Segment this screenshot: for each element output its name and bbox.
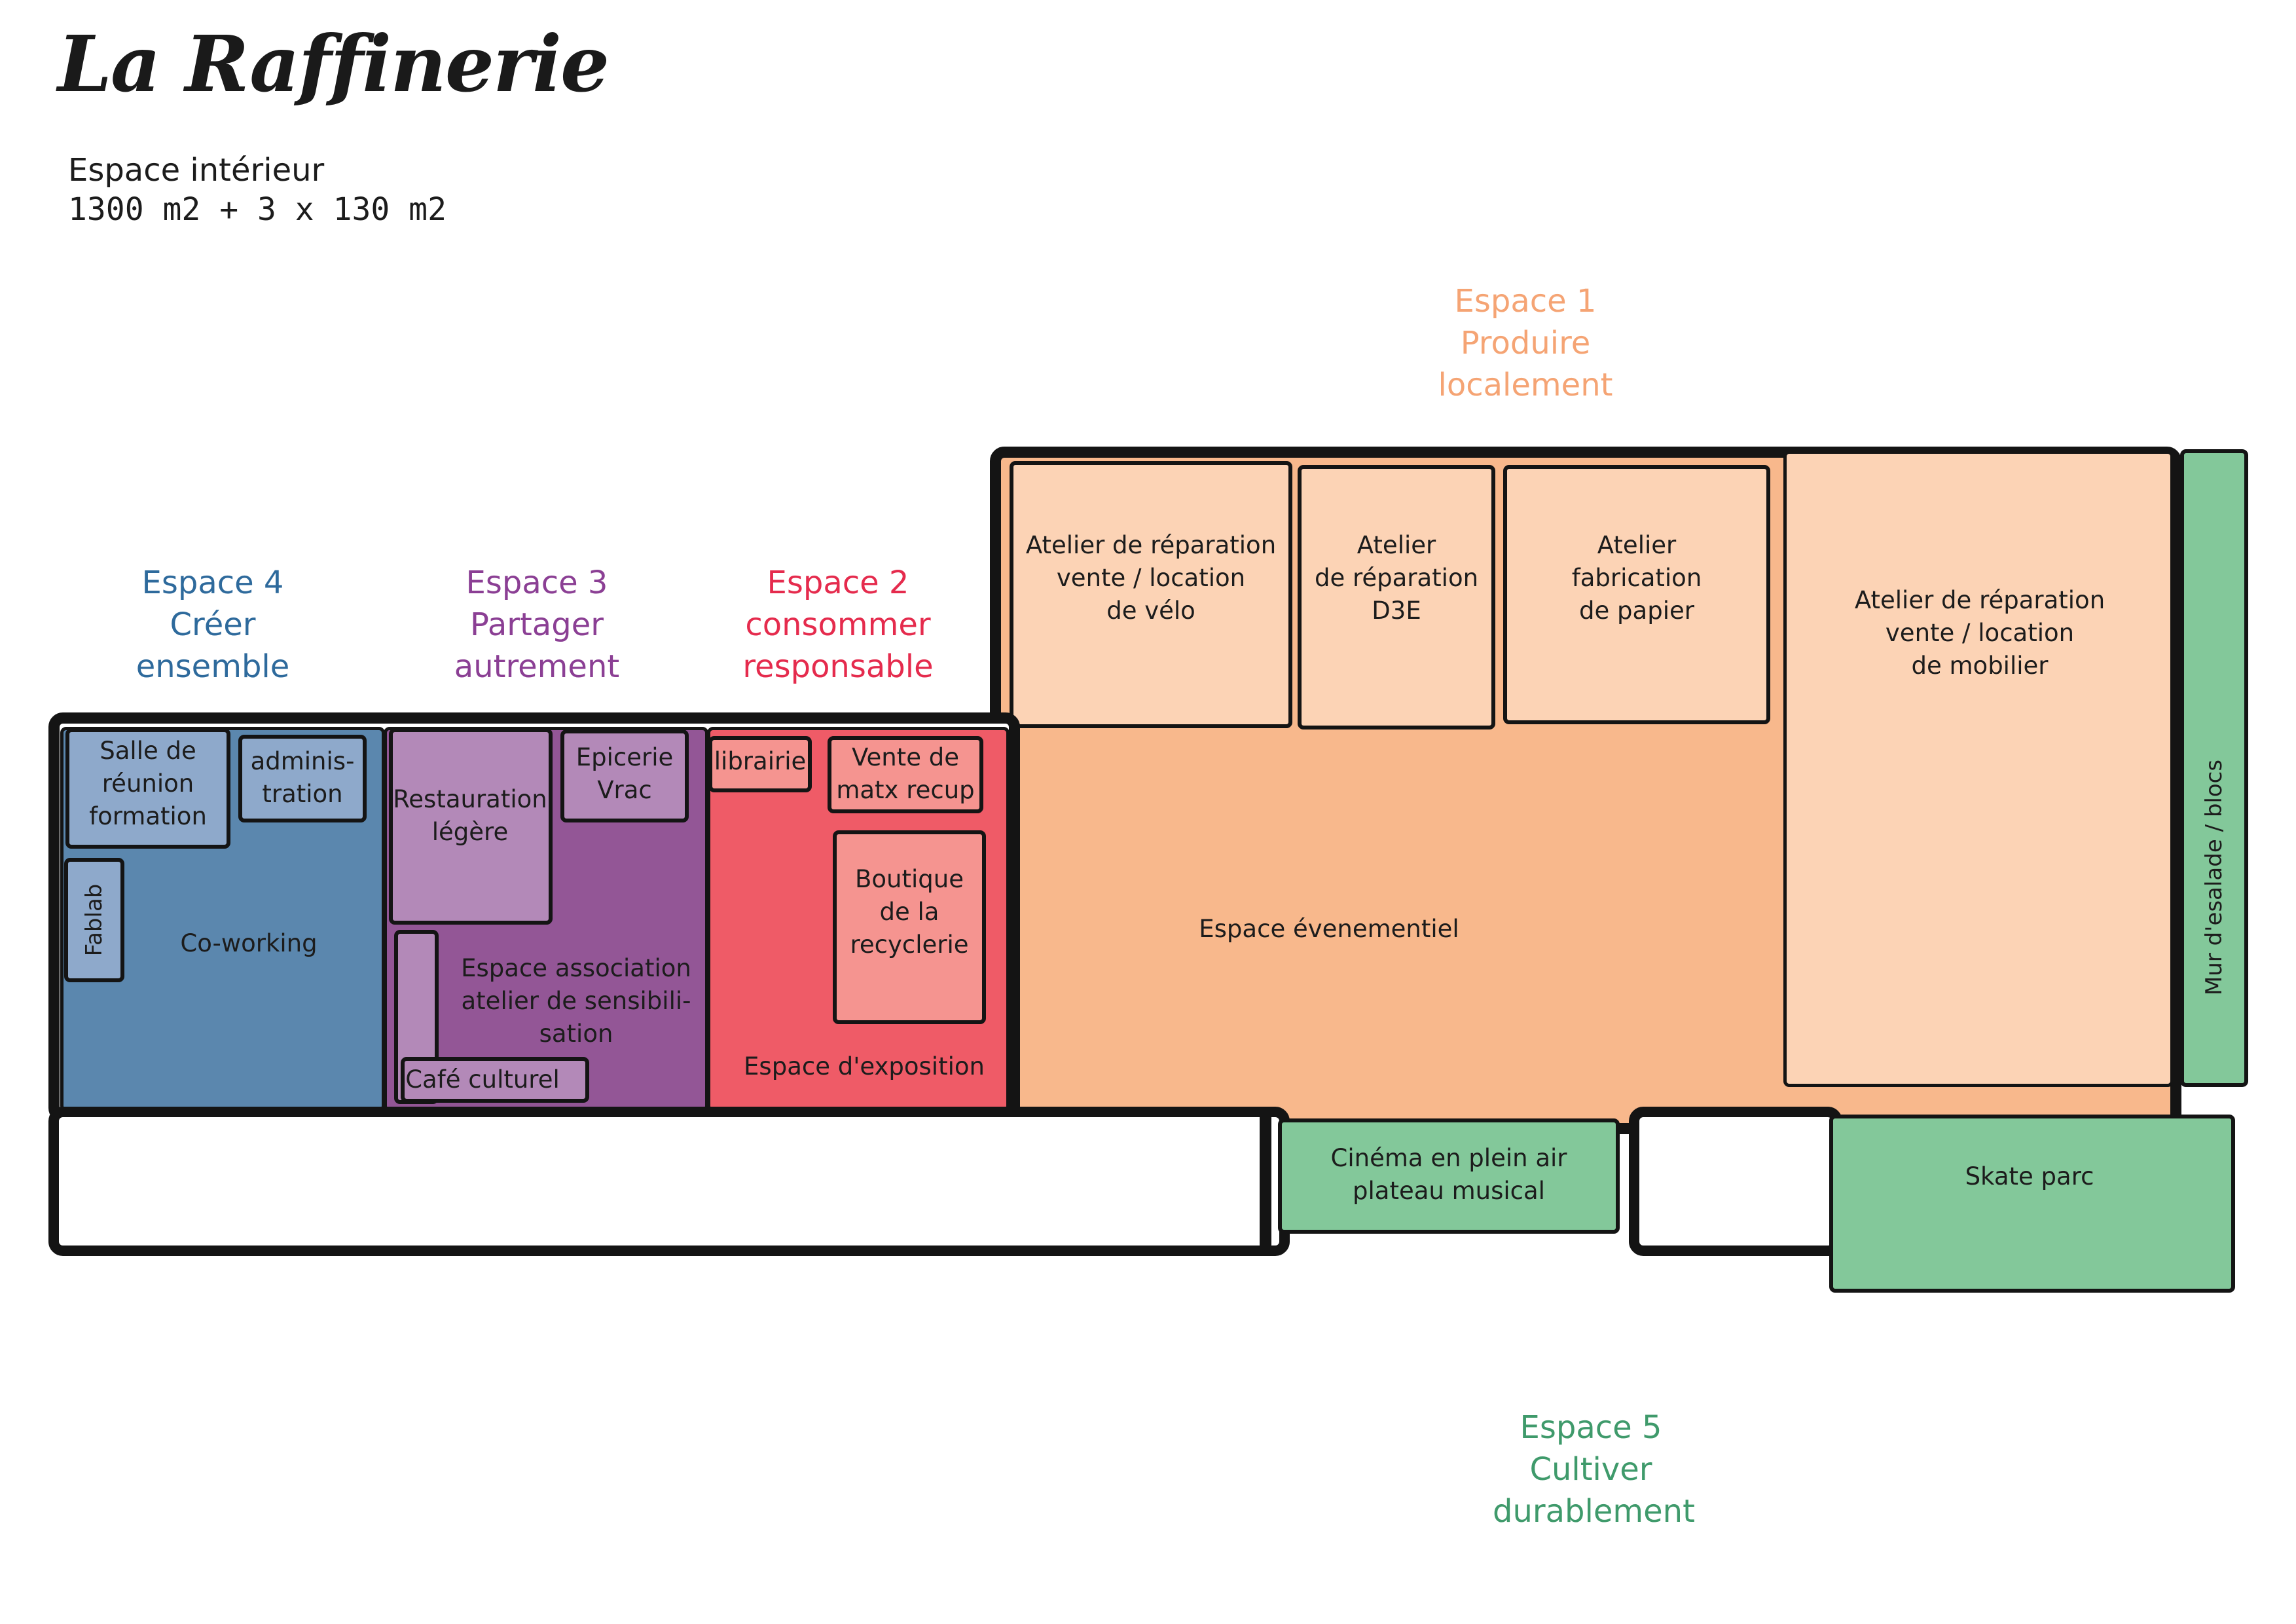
boutique-room	[833, 830, 986, 1024]
subtitle-line-2: 1300 m2 + 3 x 130 m2	[68, 191, 446, 228]
espace-evenementiel-label: Espace évenementiel	[1199, 915, 1459, 943]
cafe-culturel-label: Café culturel	[405, 1065, 560, 1094]
coworking-label: Co-working	[180, 929, 318, 957]
salle-reunion-room	[65, 728, 230, 849]
atelier-papier-room	[1503, 465, 1770, 724]
mur-escalade-room	[2180, 449, 2248, 1087]
exposition-label: Espace d'exposition	[744, 1052, 985, 1080]
outdoor-strip-right-cell	[1629, 1107, 1842, 1256]
administration-label: adminis-tration	[250, 747, 355, 808]
librairie-room	[708, 736, 812, 792]
atelier-d3e-room	[1298, 465, 1495, 729]
fablab-room	[64, 858, 124, 982]
mur-escalade-label: Mur d'esalade / blocs	[2201, 759, 2227, 996]
restauration-room	[389, 728, 553, 925]
fablab-label: Fablab	[81, 883, 107, 957]
cafe-culturel-room	[401, 1057, 589, 1103]
administration-room	[238, 735, 367, 822]
vente-matx-room	[828, 736, 983, 813]
atelier-velo-room	[1010, 461, 1292, 728]
subtitle-line-1: Espace intérieur	[68, 152, 325, 189]
outdoor-strip-outline	[48, 1107, 1290, 1256]
page-title: La Raffinerie	[58, 18, 610, 109]
librairie-label: librairie	[714, 747, 807, 775]
skate-parc-room	[1829, 1115, 2235, 1293]
skate-parc-label: Skate parc	[1965, 1162, 2094, 1190]
atelier-mobilier-room	[1783, 451, 2174, 1087]
cinema-room	[1278, 1118, 1620, 1234]
epicerie-room	[560, 729, 689, 822]
outdoor-strip-divider-left	[1260, 1107, 1271, 1256]
